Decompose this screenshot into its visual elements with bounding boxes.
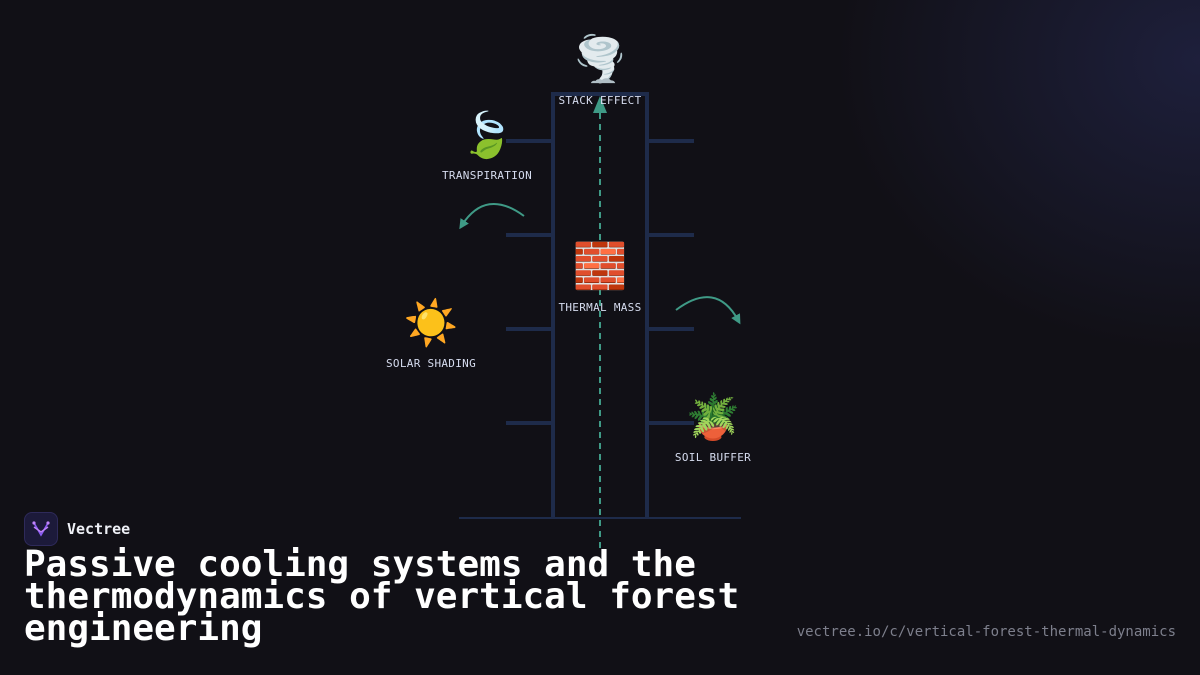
tower-structure xyxy=(506,92,694,518)
transpiration-airflow-arrow xyxy=(459,203,525,230)
brick-icon: 🧱 xyxy=(572,241,628,292)
leaf-icon: 🍃 xyxy=(459,110,515,161)
transpiration-label: TRANSPIRATION xyxy=(442,169,532,182)
page-url: vectree.io/c/vertical-forest-thermal-dyn… xyxy=(796,624,1176,640)
sun-icon: ☀️ xyxy=(403,298,459,349)
vectree-logo-icon xyxy=(24,512,58,546)
solar-shading-label: SOLAR SHADING xyxy=(386,357,476,370)
thermal-mass-label: THERMAL MASS xyxy=(558,301,642,314)
page-title: Passive cooling systems and the thermody… xyxy=(24,544,740,649)
tornado-icon: 🌪️ xyxy=(572,34,628,85)
exhaust-airflow-arrow xyxy=(675,296,741,325)
brand: Vectree xyxy=(24,512,130,546)
soil-buffer-label: SOIL BUFFER xyxy=(674,451,752,464)
brand-name: Vectree xyxy=(67,520,131,538)
potted-plant-icon: 🪴 xyxy=(685,392,741,443)
stack-airflow-arrowhead xyxy=(593,96,607,113)
stack-effect-label: STACK EFFECT xyxy=(558,94,642,107)
